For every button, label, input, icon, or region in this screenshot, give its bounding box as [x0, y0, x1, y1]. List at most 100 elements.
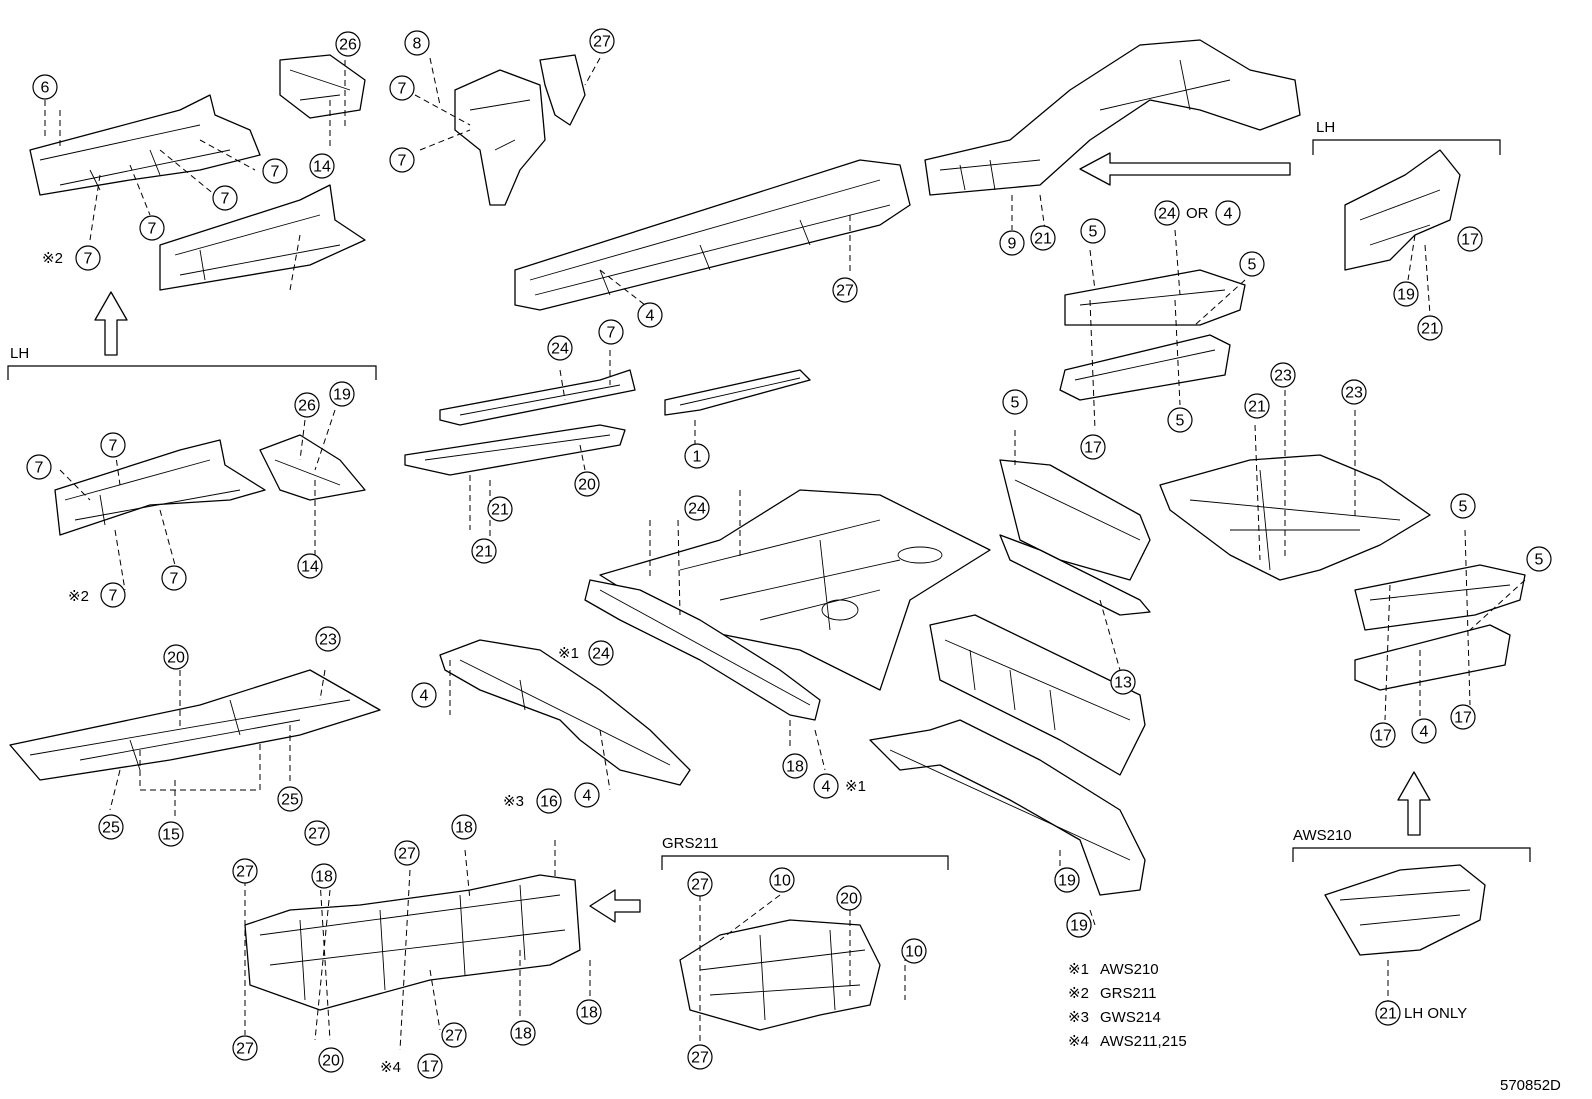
callout-circle: [232, 1035, 258, 1061]
callout-20: 20: [163, 644, 189, 670]
part-dash-bracket-small: [539, 54, 586, 126]
callout-circle: [100, 432, 126, 458]
callout-number: 17: [1454, 710, 1472, 727]
callout-circle: [297, 553, 323, 579]
callout-number: 14: [313, 159, 331, 176]
callout-number: 18: [315, 869, 333, 886]
callout-25: 25: [98, 814, 124, 840]
callout-24: 24: [547, 335, 573, 361]
callout-circle: [574, 471, 600, 497]
callout-number: 7: [398, 153, 407, 170]
callout-number: 18: [580, 1005, 598, 1022]
callout-number: 7: [607, 325, 616, 342]
callout-5: 5: [1002, 389, 1028, 415]
bracket-aws210: [1292, 847, 1531, 862]
callout-1: 1: [684, 443, 710, 469]
callout-number: 21: [1034, 231, 1052, 248]
callout-number: 19: [1070, 918, 1088, 935]
callout-20: 20: [318, 1047, 344, 1073]
note-4-text: AWS211,215: [1100, 1033, 1187, 1050]
callout-circle: [262, 158, 288, 184]
callout-26: 26: [335, 31, 361, 57]
callout-number: 7: [271, 164, 280, 181]
callout-circle: [769, 867, 795, 893]
callout-number: 4: [822, 779, 831, 796]
callout-number: 27: [308, 826, 326, 843]
callout-circle: [1110, 669, 1136, 695]
part-front-floor-panel: [599, 489, 991, 691]
callout-number: 23: [1345, 385, 1363, 402]
part-front-floor-pan: [9, 669, 381, 781]
callout-circle: [1080, 434, 1106, 460]
callout-number: 19: [333, 387, 351, 404]
callout-27: 27: [832, 277, 858, 303]
callout-24: 24: [588, 640, 614, 666]
callout-27: 27: [687, 1044, 713, 1070]
callout-number: 6: [41, 80, 50, 97]
callout-5: 5: [1450, 493, 1476, 519]
part-grs211-rear-floor: [679, 919, 881, 1031]
mark-note-1-lower: ※1: [845, 778, 866, 795]
callout-7: 7: [100, 432, 126, 458]
callout-4: 4: [1215, 200, 1241, 226]
callout-number: 5: [1176, 413, 1185, 430]
callout-23: 23: [1341, 379, 1367, 405]
callout-circle: [1154, 200, 1180, 226]
callout-number: 7: [148, 221, 157, 238]
callout-number: 7: [170, 571, 179, 588]
callout-21: 21: [487, 496, 513, 522]
callout-number: 9: [1008, 236, 1017, 253]
callout-circle: [574, 782, 600, 808]
callout-number: 27: [445, 1028, 463, 1045]
callout-17: 17: [1457, 226, 1483, 252]
callout-18: 18: [576, 999, 602, 1025]
callout-circle: [510, 1020, 536, 1046]
callout-number: 21: [1379, 1006, 1397, 1023]
part-crossmember-lower: [1059, 334, 1231, 401]
callout-number: 27: [236, 864, 254, 881]
callout-circle: [637, 302, 663, 328]
callout-9: 9: [999, 230, 1025, 256]
group-label-aws210: AWS210: [1293, 827, 1352, 844]
callout-circle: [1341, 379, 1367, 405]
callout-7: 7: [100, 582, 126, 608]
mark-note-4: ※4: [380, 1059, 401, 1076]
arrow-left-bottom: [589, 889, 641, 923]
callout-number: 19: [1397, 287, 1415, 304]
part-aws210-panel: [1324, 864, 1486, 956]
callout-number: 20: [167, 650, 185, 667]
callout-circle: [684, 443, 710, 469]
part-front-side-member-lh: [54, 439, 266, 536]
callout-circle: [311, 863, 337, 889]
callout-7: 7: [161, 565, 187, 591]
callout-circle: [329, 381, 355, 407]
part-side-sill-inner: [514, 159, 911, 311]
callout-number: 24: [1158, 206, 1176, 223]
callout-circle: [832, 277, 858, 303]
part-rear-floor-pan: [1159, 454, 1431, 581]
callout-circle: [901, 938, 927, 964]
callout-circle: [309, 153, 335, 179]
callout-number: 23: [1274, 368, 1292, 385]
callout-7: 7: [389, 75, 415, 101]
part-dash-bracket: [454, 69, 546, 206]
callout-circle: [589, 28, 615, 54]
callout-number: 20: [578, 477, 596, 494]
callout-20: 20: [574, 471, 600, 497]
callout-number: 26: [339, 37, 357, 54]
callout-circle: [163, 644, 189, 670]
callout-circle: [1054, 867, 1080, 893]
part-crossmember-aws210-lower: [1354, 624, 1511, 691]
callout-circle: [836, 885, 862, 911]
callout-number: 21: [491, 502, 509, 519]
callout-number: 18: [455, 820, 473, 837]
callout-number: 19: [1058, 873, 1076, 890]
callout-number: 26: [298, 398, 316, 415]
callout-circle: [161, 565, 187, 591]
callout-number: 7: [35, 460, 44, 477]
callout-24: 24: [1154, 200, 1180, 226]
callout-27: 27: [394, 840, 420, 866]
callout-circle: [1080, 218, 1106, 244]
part-rear-wheelhouse-outer: [924, 39, 1301, 196]
callout-21: 21: [1417, 315, 1443, 341]
